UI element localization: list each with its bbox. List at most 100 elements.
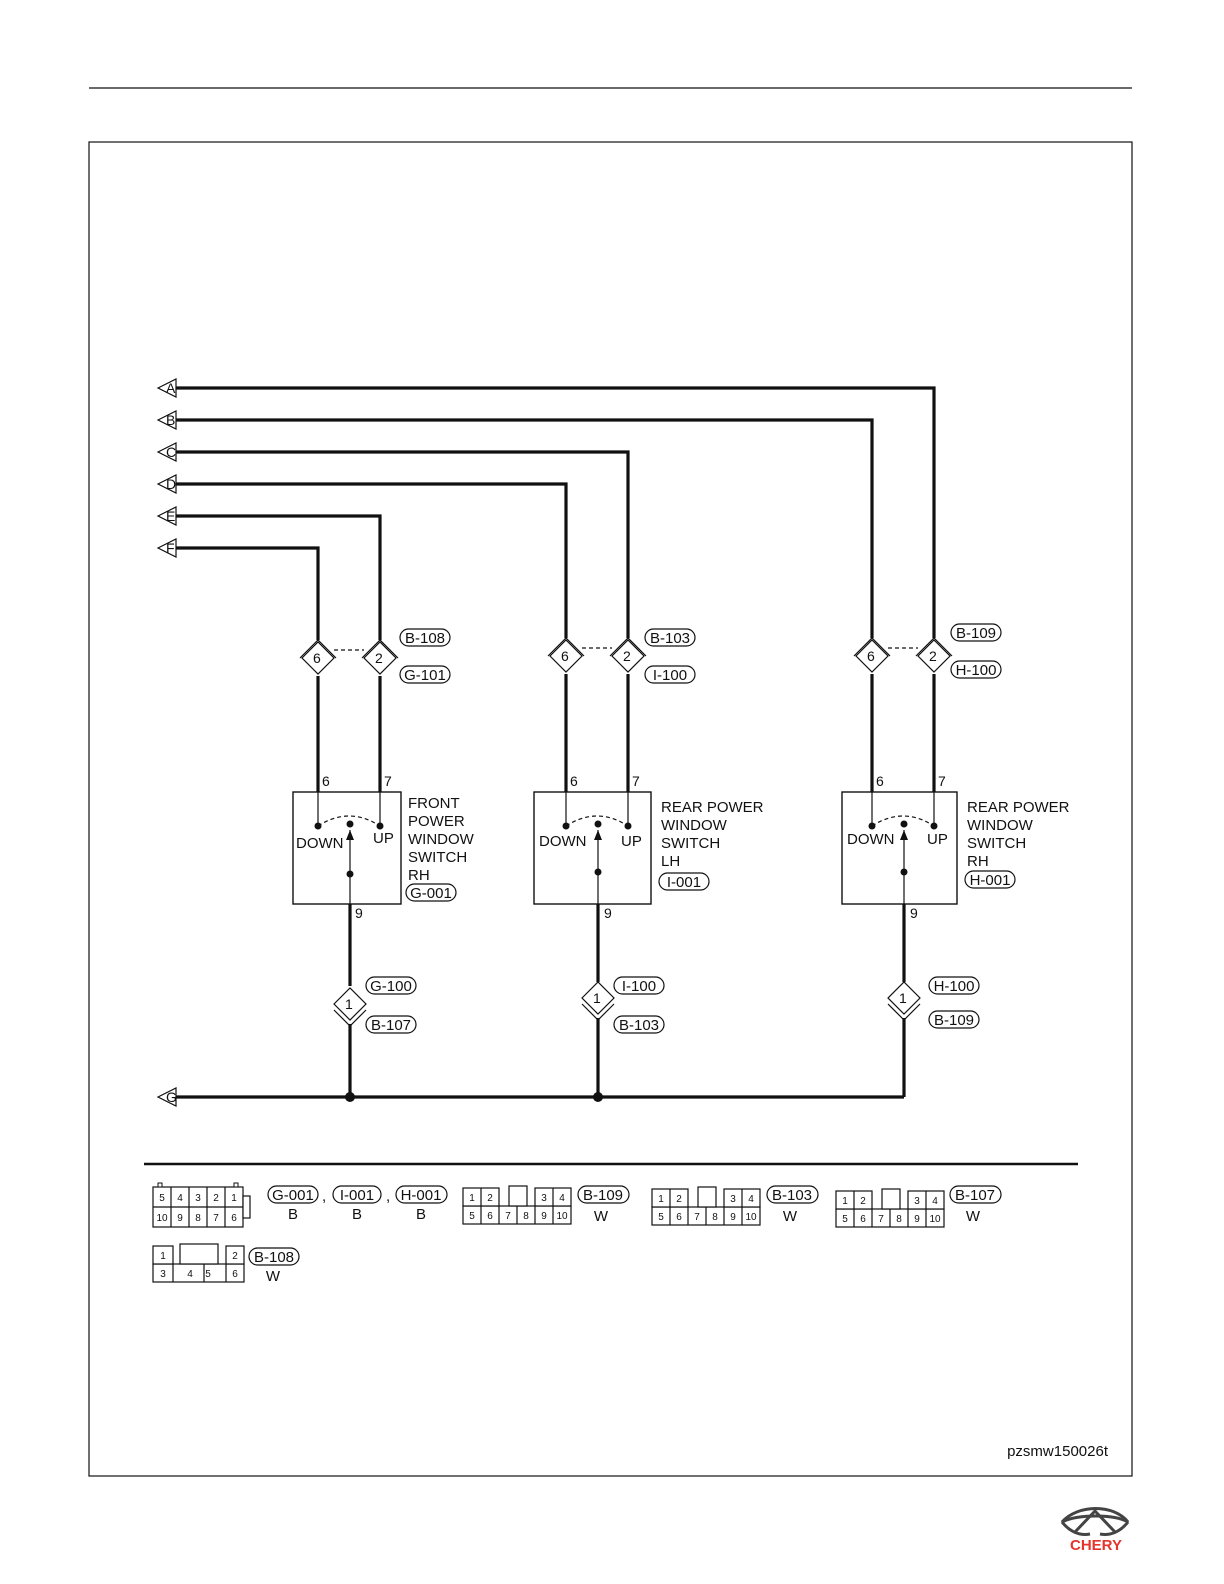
svg-text:H-001: H-001 xyxy=(970,872,1011,889)
svg-text:RH: RH xyxy=(408,867,430,884)
svg-text:W: W xyxy=(594,1208,609,1225)
svg-text:10: 10 xyxy=(556,1211,568,1222)
svg-text:UP: UP xyxy=(373,830,394,847)
svg-text:3: 3 xyxy=(541,1193,547,1204)
svg-text:B-107: B-107 xyxy=(955,1187,995,1204)
harness-ref-c: C xyxy=(156,442,177,462)
svg-text:,: , xyxy=(386,1188,390,1205)
svg-text:G-001: G-001 xyxy=(410,885,452,902)
inline-connector-upper: 6 2 B-108 G-101 xyxy=(299,628,451,684)
diagram-frame xyxy=(88,141,1133,1477)
legend-connector-b103: 1 2 3 4 5 6 7 8 9 10 B-103 W xyxy=(651,1185,819,1226)
svg-text:B-107: B-107 xyxy=(371,1017,411,1034)
svg-text:10: 10 xyxy=(156,1213,168,1224)
svg-text:E: E xyxy=(166,508,175,524)
svg-text:6: 6 xyxy=(676,1212,682,1223)
svg-text:G-100: G-100 xyxy=(370,978,412,995)
svg-text:5: 5 xyxy=(159,1193,165,1204)
svg-text:6: 6 xyxy=(876,773,884,789)
svg-text:9: 9 xyxy=(541,1211,547,1222)
harness-ref-e: E xyxy=(156,506,177,526)
svg-text:G: G xyxy=(166,1089,177,1105)
svg-text:6: 6 xyxy=(231,1213,237,1224)
svg-text:5: 5 xyxy=(658,1212,664,1223)
svg-text:8: 8 xyxy=(195,1213,201,1224)
svg-text:WINDOW: WINDOW xyxy=(967,817,1034,834)
svg-text:10: 10 xyxy=(929,1214,941,1225)
svg-text:I-001: I-001 xyxy=(340,1187,374,1204)
svg-text:2: 2 xyxy=(375,650,383,666)
svg-text:SWITCH: SWITCH xyxy=(661,835,720,852)
svg-text:1: 1 xyxy=(899,990,907,1006)
svg-text:H-100: H-100 xyxy=(956,662,997,679)
svg-text:POWER: POWER xyxy=(408,813,465,830)
svg-text:B-108: B-108 xyxy=(254,1249,294,1266)
svg-text:DOWN: DOWN xyxy=(296,835,344,852)
svg-text:W: W xyxy=(783,1208,798,1225)
svg-text:7: 7 xyxy=(632,773,640,789)
svg-text:,: , xyxy=(322,1188,326,1205)
harness-ref-b: B xyxy=(156,410,177,430)
svg-text:LH: LH xyxy=(661,853,680,870)
svg-text:9: 9 xyxy=(910,905,918,921)
svg-text:H-100: H-100 xyxy=(934,978,975,995)
inline-connector-lower: 1 H-100 B-109 xyxy=(887,976,980,1029)
svg-text:A: A xyxy=(166,380,176,396)
svg-text:WINDOW: WINDOW xyxy=(661,817,728,834)
svg-text:B-108: B-108 xyxy=(405,630,445,647)
legend-connector-b108: 1 2 3 4 5 6 B-108 W xyxy=(152,1243,300,1285)
svg-text:2: 2 xyxy=(623,648,631,664)
svg-text:DOWN: DOWN xyxy=(847,831,895,848)
svg-text:1: 1 xyxy=(658,1194,664,1205)
svg-text:REAR POWER: REAR POWER xyxy=(967,799,1070,816)
svg-text:2: 2 xyxy=(860,1196,866,1207)
svg-text:1: 1 xyxy=(231,1193,237,1204)
svg-text:9: 9 xyxy=(730,1212,736,1223)
svg-text:B-103: B-103 xyxy=(619,1017,659,1034)
inline-connector-lower: 1 I-100 B-103 xyxy=(581,976,665,1034)
svg-text:W: W xyxy=(966,1208,981,1225)
svg-text:2: 2 xyxy=(213,1193,219,1204)
svg-text:I-100: I-100 xyxy=(653,667,687,684)
harness-ref-d: D xyxy=(156,474,177,494)
svg-text:B-103: B-103 xyxy=(772,1187,812,1204)
svg-text:5: 5 xyxy=(205,1269,211,1280)
harness-ref-f: F xyxy=(156,538,177,558)
svg-text:6: 6 xyxy=(561,648,569,664)
svg-text:SWITCH: SWITCH xyxy=(408,849,467,866)
svg-text:FRONT: FRONT xyxy=(408,795,460,812)
svg-text:9: 9 xyxy=(177,1213,183,1224)
svg-text:I-001: I-001 xyxy=(667,874,701,891)
svg-text:SWITCH: SWITCH xyxy=(967,835,1026,852)
svg-text:8: 8 xyxy=(712,1212,718,1223)
harness-ref-g: G xyxy=(156,1087,177,1107)
inline-connector-upper: 6 2 B-103 I-100 xyxy=(547,628,696,684)
svg-text:6: 6 xyxy=(867,648,875,664)
svg-text:F: F xyxy=(166,540,175,556)
svg-text:B-109: B-109 xyxy=(956,625,996,642)
svg-text:B: B xyxy=(166,412,175,428)
svg-text:2: 2 xyxy=(929,648,937,664)
svg-text:W: W xyxy=(266,1268,281,1285)
svg-text:B-103: B-103 xyxy=(650,630,690,647)
svg-text:1: 1 xyxy=(160,1251,166,1262)
harness-ref-a: A xyxy=(156,378,177,398)
legend-connector-b107: 1 2 3 4 5 6 7 8 9 10 B-107 W xyxy=(835,1185,1002,1228)
chery-logo: CHERY xyxy=(1060,1507,1130,1554)
svg-text:6: 6 xyxy=(232,1269,238,1280)
svg-text:3: 3 xyxy=(160,1269,166,1280)
wires xyxy=(176,386,936,1102)
svg-text:1: 1 xyxy=(469,1193,475,1204)
svg-text:2: 2 xyxy=(232,1251,238,1262)
svg-text:7: 7 xyxy=(878,1214,884,1225)
svg-text:UP: UP xyxy=(927,831,948,848)
svg-text:5: 5 xyxy=(842,1214,848,1225)
svg-text:REAR POWER: REAR POWER xyxy=(661,799,764,816)
svg-text:1: 1 xyxy=(345,996,353,1012)
svg-text:4: 4 xyxy=(932,1196,938,1207)
svg-text:8: 8 xyxy=(523,1211,529,1222)
svg-text:B: B xyxy=(352,1206,362,1223)
svg-text:DOWN: DOWN xyxy=(539,833,587,850)
svg-text:B: B xyxy=(288,1206,298,1223)
